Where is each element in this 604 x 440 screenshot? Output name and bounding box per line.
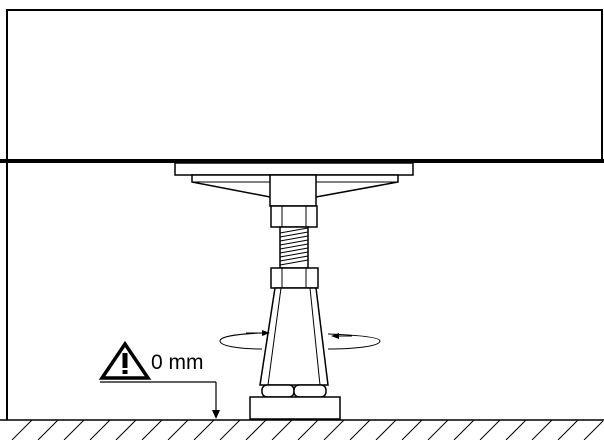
appliance-body xyxy=(0,9,604,420)
upper-hex-nut xyxy=(270,205,318,228)
hatch-line xyxy=(531,419,553,440)
thread-line xyxy=(279,259,309,266)
hatch-line xyxy=(479,419,501,440)
hatch-line xyxy=(11,419,33,440)
hatch-line xyxy=(297,419,319,440)
foot-body xyxy=(259,287,329,386)
hatch-line xyxy=(401,419,423,440)
threaded-rod xyxy=(279,226,309,269)
ground-hatching-icon xyxy=(0,419,604,440)
warning-callout: 0 mm xyxy=(98,340,220,419)
hatch-line xyxy=(271,419,293,440)
hatch-line xyxy=(323,419,345,440)
hatch-line xyxy=(427,419,449,440)
hatch-line xyxy=(583,420,604,440)
mounting-bracket xyxy=(174,162,414,207)
thread-line xyxy=(279,231,309,238)
hatch-line xyxy=(167,419,189,440)
clearance-arrow xyxy=(212,410,220,419)
hatch-line xyxy=(63,419,85,440)
thread-line xyxy=(279,239,309,246)
hatch-line xyxy=(557,419,579,440)
hatch-line xyxy=(115,419,137,440)
thread-line xyxy=(279,235,309,242)
foot-base xyxy=(249,384,341,420)
hatch-line xyxy=(505,419,527,440)
warning-triangle-icon xyxy=(98,340,152,380)
clearance-label: 0 mm xyxy=(151,351,204,374)
thread-line xyxy=(279,255,309,262)
thread-line xyxy=(279,251,309,258)
hatch-line xyxy=(193,419,215,440)
hatch-line xyxy=(37,419,59,440)
thread-line xyxy=(279,227,309,234)
hatch-line xyxy=(453,419,475,440)
hatch-line xyxy=(141,419,163,440)
thread-line xyxy=(279,247,309,254)
hatch-line xyxy=(89,419,111,440)
rotation-arrows-icon xyxy=(219,330,381,350)
hatch-line xyxy=(219,419,241,440)
lower-hex-nut xyxy=(270,267,319,289)
hatch-line xyxy=(245,419,267,440)
hatch-line xyxy=(375,419,397,440)
thread-line xyxy=(279,243,309,250)
hatch-line xyxy=(349,419,371,440)
